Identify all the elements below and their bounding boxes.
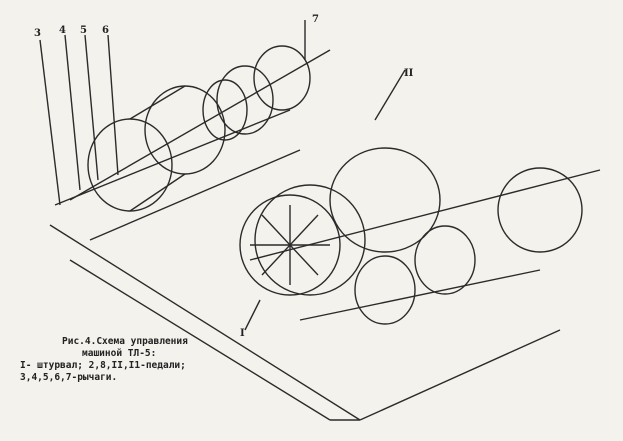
front-drum-flanged	[254, 184, 366, 296]
pedal-II-rod	[374, 69, 406, 121]
lever-6-rod	[107, 34, 119, 176]
rear-drum-5	[253, 45, 311, 111]
rear-drum-4	[216, 65, 274, 135]
caption-line-1: Рис.4.Схема управления	[62, 336, 188, 347]
lever-5-rod	[84, 34, 99, 181]
caption-line-4: 3,4,5,6,7-рычаги.	[20, 372, 118, 383]
rear-drum-3	[202, 79, 248, 141]
front-drum-small-1	[354, 255, 416, 325]
caption-line-2: машиной ТЛ-5:	[82, 348, 157, 359]
front-drum-small-2	[414, 225, 476, 295]
label-lever-5: 5	[80, 25, 87, 36]
rear-shaft-axis	[69, 49, 331, 201]
front-shaft-axis	[249, 169, 601, 261]
frame-linkage	[49, 109, 561, 421]
front-drum-right	[497, 167, 583, 253]
caption-line-3: I- штурвал; 2,8,II,I1-педали;	[20, 360, 186, 371]
wheel-spokes	[250, 205, 330, 285]
label-lever-6: 6	[102, 25, 109, 36]
label-lever-7: 7	[312, 14, 319, 25]
lever-3-rod	[39, 39, 61, 206]
label-pedal-II: II	[404, 68, 414, 79]
steering-wheel	[239, 194, 341, 296]
label-lever-4: 4	[59, 25, 66, 36]
label-lever-3: 3	[34, 28, 41, 39]
label-part-1: I	[240, 328, 245, 339]
figure-caption: Рис.4.Схема управления машиной ТЛ-5: I- …	[20, 336, 250, 384]
front-drum-large	[329, 147, 441, 253]
part-1-leader	[244, 299, 261, 331]
lever-4-rod	[64, 34, 81, 191]
